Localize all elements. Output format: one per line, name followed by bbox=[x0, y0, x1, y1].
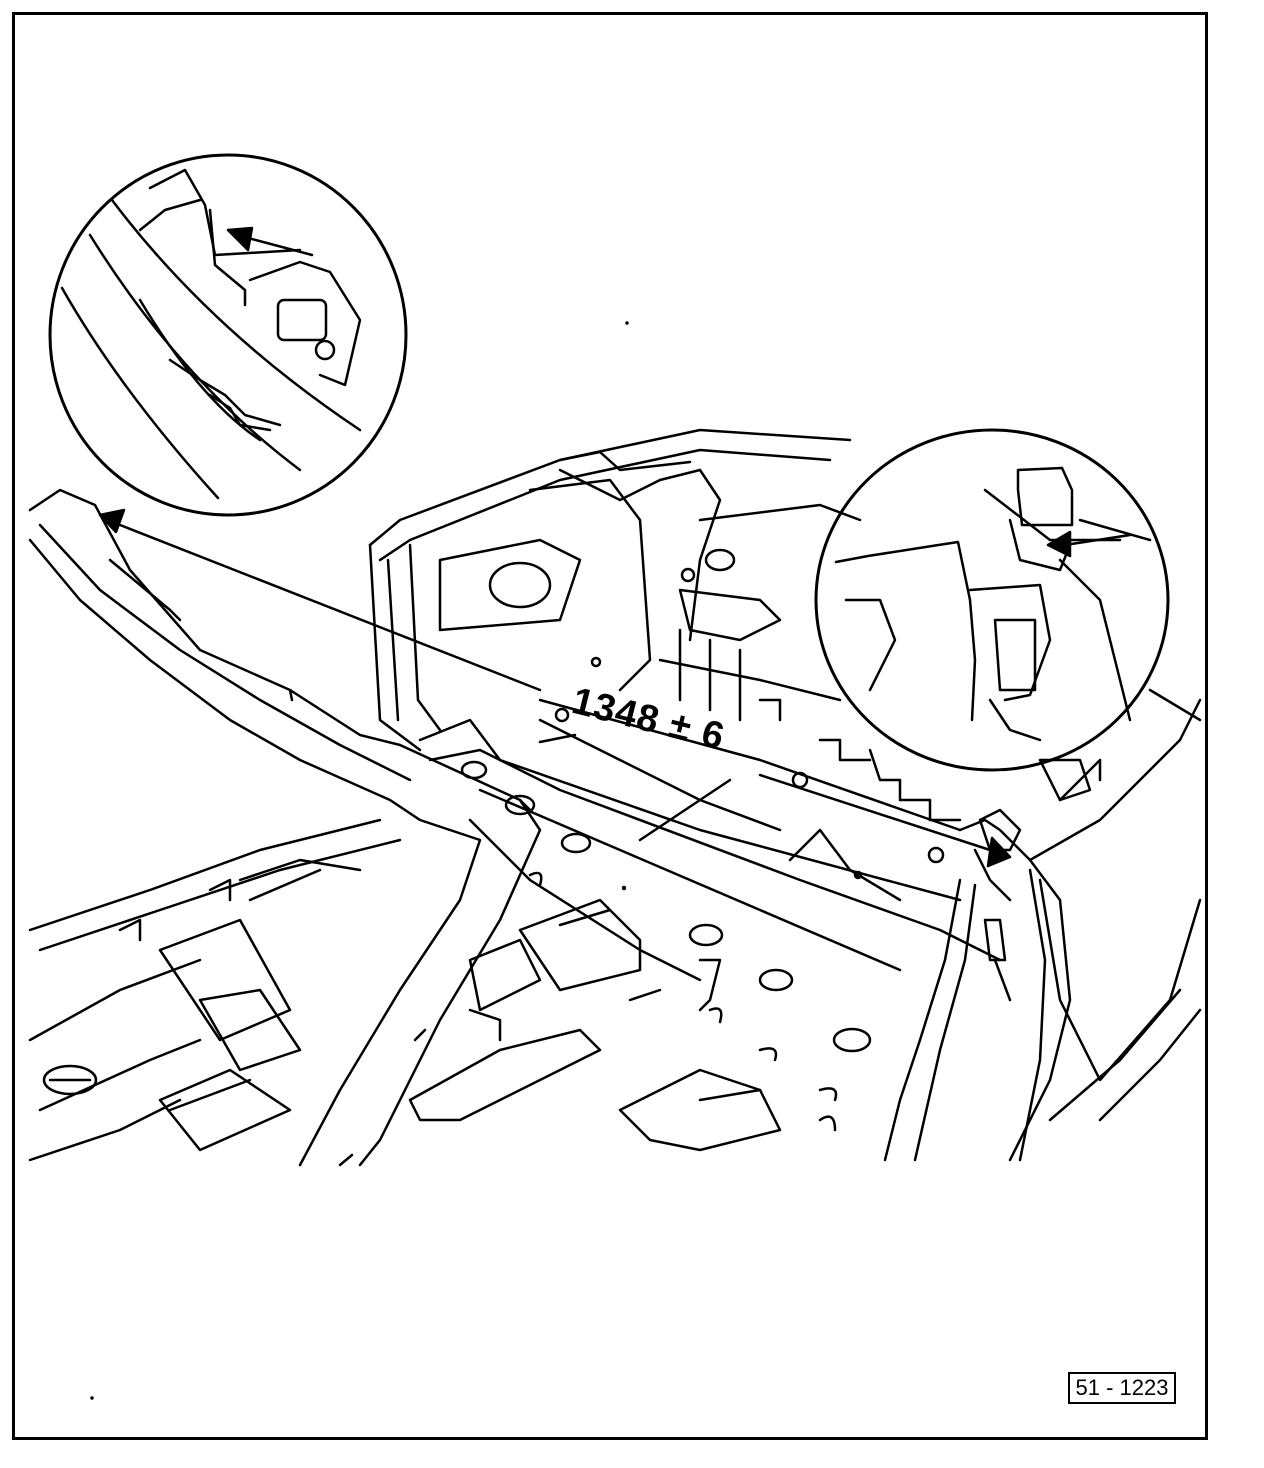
roof-rail-left bbox=[28, 488, 542, 1167]
body-shell bbox=[368, 428, 1202, 1122]
figure-number: 51 - 1223 bbox=[1068, 1372, 1176, 1404]
scan-speckles bbox=[90, 321, 629, 1400]
figure-frame bbox=[12, 12, 1208, 1440]
underbody-floor bbox=[28, 818, 837, 1162]
dimension-line bbox=[538, 707, 577, 744]
rear-cross-member bbox=[418, 718, 1002, 1102]
pointer-arrow-right-detail bbox=[1046, 530, 1132, 558]
detail-magnifier-left bbox=[48, 153, 408, 517]
pointer-arrow-left-detail bbox=[226, 226, 314, 257]
detail-magnifier-right bbox=[814, 428, 1170, 772]
pointer-arrow-main-right bbox=[758, 773, 1012, 868]
c-pillar-right bbox=[883, 758, 1092, 1162]
pointer-arrow-main-left bbox=[98, 508, 542, 692]
